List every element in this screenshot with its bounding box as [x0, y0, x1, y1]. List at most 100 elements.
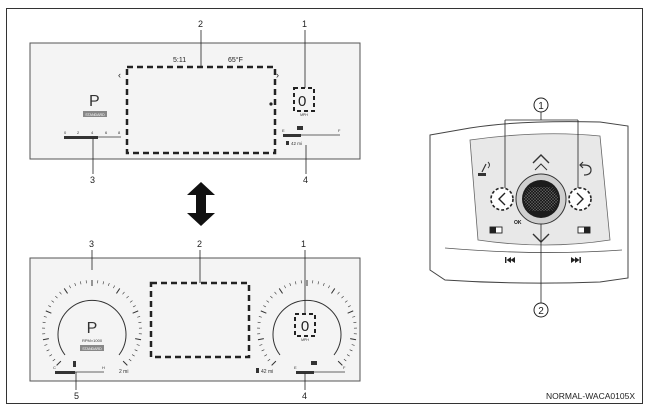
gauge-tick: [337, 291, 340, 295]
top-right-chevron-icon: ›: [276, 70, 279, 80]
gauge-tick: [42, 338, 49, 341]
top-gear-indicator: P: [89, 93, 100, 110]
gauge-tick: [132, 305, 136, 308]
gauge-tick: [131, 354, 135, 357]
gauge-tick: [56, 360, 62, 366]
steering-wheel-switch: OK: [429, 97, 629, 318]
callout-1-bottom: 1: [301, 239, 306, 249]
toggle-double-arrow-icon: [187, 182, 215, 226]
top-scale-6: 6: [105, 130, 108, 135]
gauge-tick: [350, 338, 357, 341]
left-button[interactable]: [490, 187, 514, 211]
gauge-tick: [44, 344, 48, 346]
bottom-fuel-scale-fill: [296, 371, 314, 374]
top-fuel-scale-fill: [283, 134, 301, 137]
callout-2-bottom: 2: [197, 239, 202, 249]
callout-2-top: 2: [198, 19, 203, 29]
next-track-icon: [571, 257, 581, 263]
knurl-line: [543, 186, 558, 212]
gauge-tick: [69, 285, 71, 289]
gauge-tick: [113, 285, 115, 289]
bottom-fuel-f: F: [343, 365, 346, 370]
bottom-range-icon: [256, 368, 259, 373]
gauge-tick: [52, 358, 56, 362]
back-arrowhead-icon: [579, 161, 584, 169]
knurl-line: [546, 186, 558, 212]
gauge-tick: [48, 305, 52, 308]
gauge-tick: [328, 285, 330, 289]
gauge-tick: [289, 282, 292, 287]
top-tacho-scale-fill: [64, 136, 98, 139]
gauge-tick: [270, 295, 273, 299]
top-temperature: 65°F: [228, 56, 243, 64]
gauge-tick: [351, 344, 355, 346]
right-arrow-icon: [576, 192, 584, 206]
bottom-center-display-box: [149, 281, 251, 359]
gauge-tick: [317, 281, 319, 285]
top-fuel-e: E: [282, 128, 285, 133]
callout-3-bottom: 3: [89, 239, 94, 249]
gauge-tick: [74, 282, 77, 287]
gauge-tick: [107, 282, 110, 287]
top-scale-8: 8: [118, 130, 121, 135]
top-panel-frame: [29, 42, 361, 160]
left-gauge-inner-ring: [57, 299, 127, 356]
previous-track-icon: [505, 257, 515, 263]
bottom-gear-indicator: P: [87, 320, 98, 337]
gauge-tick: [134, 349, 138, 352]
bottom-fuel-e: E: [294, 365, 297, 370]
gauge-tick: [80, 281, 82, 285]
gauge-tick: [129, 300, 133, 303]
gauge-tick: [45, 310, 52, 314]
top-speed-value: 0: [298, 93, 306, 110]
callout-circle-1-label: 1: [538, 101, 544, 112]
gauge-tick: [126, 295, 129, 299]
top-range-icon: [286, 141, 289, 145]
left-arrow-icon: [498, 192, 506, 206]
gauge-tick: [263, 305, 267, 308]
up-arrow-small-icon: [534, 163, 548, 171]
top-scale-4: 4: [91, 130, 94, 135]
top-cluster-panel: 5:11 65°F ‹ › P STANDARD 0 2 4 6 8 0 MPH…: [29, 19, 361, 185]
gauge-tick: [51, 300, 55, 303]
gauge-tick: [63, 288, 68, 294]
bottom-range: 42 mi: [261, 369, 273, 375]
gauge-tick: [337, 360, 343, 366]
knurl-line: [546, 186, 558, 212]
gauge-tick: [352, 316, 356, 318]
display-right-icon: [577, 226, 591, 234]
gauge-tick: [49, 354, 53, 357]
gauge-tick: [122, 291, 125, 295]
top-scale-0: 0: [64, 130, 67, 135]
gauge-tick: [349, 349, 353, 352]
display-left-icon: [489, 226, 503, 234]
figure-code: NORMAL-WACA0105X: [546, 391, 635, 401]
knurl-line: [531, 186, 557, 212]
callout-5-bottom: 5: [74, 391, 79, 401]
gauge-tick: [46, 349, 50, 352]
knurl-line: [524, 186, 542, 212]
knurl-line: [537, 186, 558, 212]
gauge-tick: [341, 295, 344, 299]
gauge-tick: [259, 344, 263, 346]
gauge-tick: [344, 300, 348, 303]
back-icon: [580, 164, 592, 176]
temp-h: H: [102, 365, 105, 370]
gauge-tick: [137, 316, 141, 318]
callout-3-top: 3: [90, 175, 95, 185]
gauge-tick: [271, 360, 277, 366]
up-arrow-icon: [532, 154, 550, 164]
right-button[interactable]: [568, 187, 592, 211]
gauge-tick: [343, 358, 347, 362]
gauge-tick: [274, 291, 277, 295]
top-fuel-icon: [297, 126, 303, 130]
gauge-tick: [122, 360, 128, 366]
gauge-tick: [258, 316, 262, 318]
top-gear-badge: STANDARD: [85, 113, 105, 117]
knurl-line: [524, 186, 545, 212]
gauge-tick: [346, 354, 350, 357]
callout-1-top: 1: [302, 19, 307, 29]
gauge-tick: [331, 288, 336, 294]
knurl-line: [524, 186, 548, 212]
gauge-tick: [278, 288, 283, 294]
